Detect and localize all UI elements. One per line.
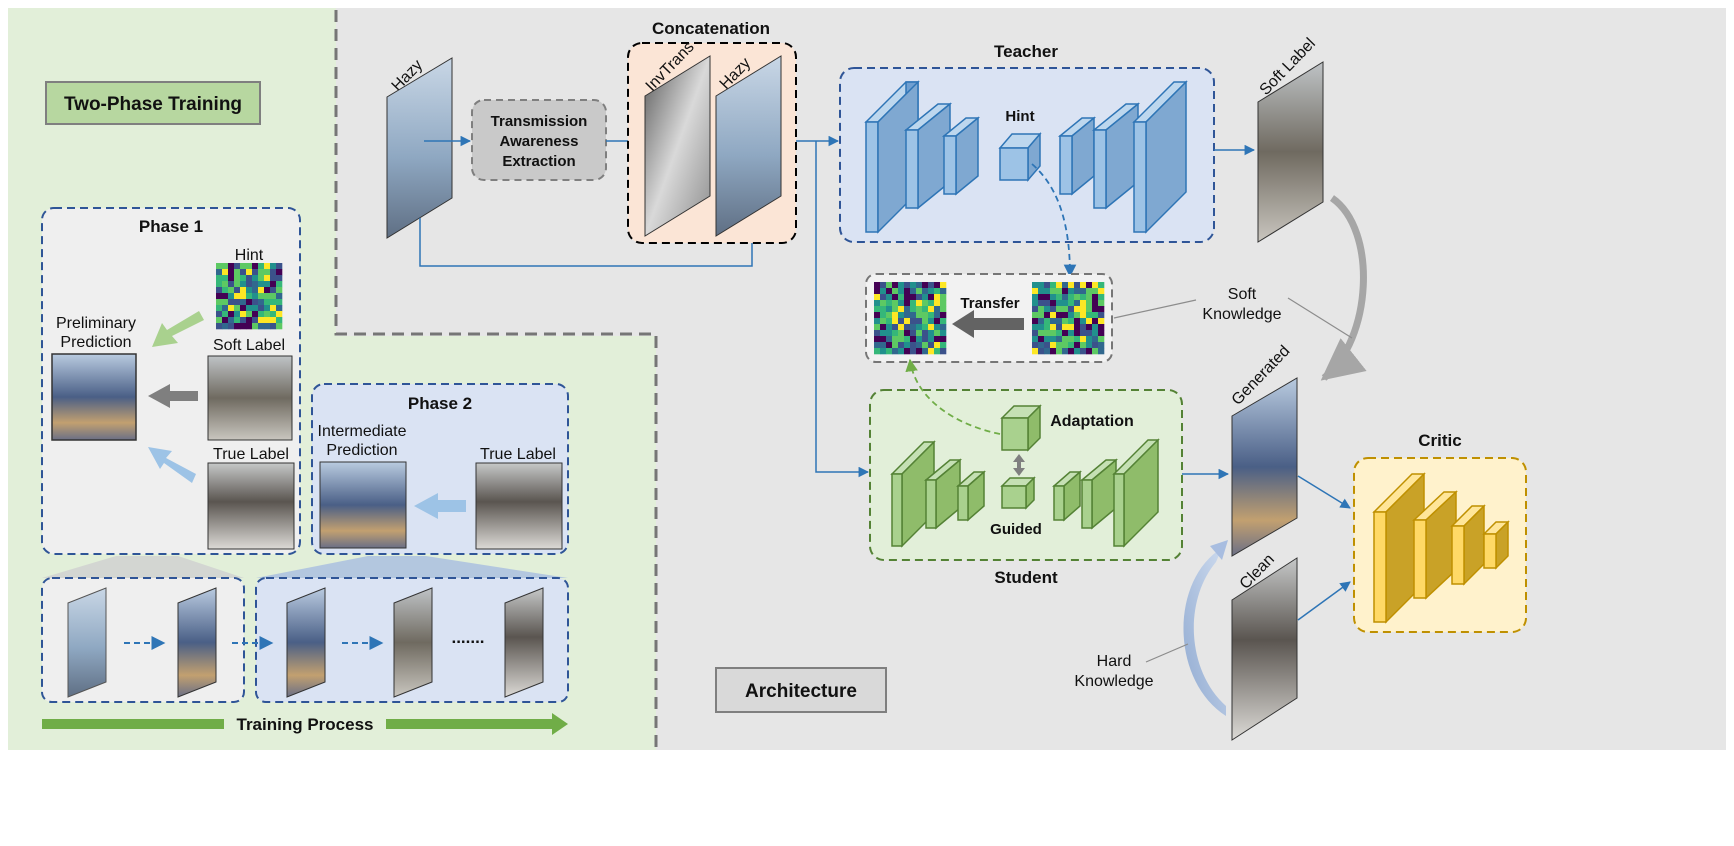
student-guided-cube <box>1000 476 1036 510</box>
student-decoder-block-3 <box>1112 438 1160 548</box>
transfer-teacher-map <box>1032 282 1105 355</box>
tae-box <box>471 99 607 181</box>
teacher-encoder-block-3 <box>941 116 981 196</box>
transfer-student-map <box>874 282 947 355</box>
phase1-hint-map <box>216 263 283 330</box>
hard-knowledge-arrowhead <box>1210 540 1228 560</box>
adaptation-to-transfer-arrow <box>905 358 1001 435</box>
adaptation-guided-link <box>1013 454 1025 476</box>
student-encoder-block-2 <box>923 458 963 530</box>
student-encoder-block-3 <box>956 470 986 522</box>
transfer-label: Transfer <box>960 295 1019 312</box>
phase1-hint-arrow <box>152 311 204 347</box>
concat-hazy-image <box>715 55 782 237</box>
process-dots: ....... <box>451 628 484 647</box>
architecture-title-box <box>715 667 887 713</box>
process-frame-1 <box>67 587 107 698</box>
teacher-decoder-block-1 <box>1057 116 1097 196</box>
hard-knowledge-line <box>1145 643 1189 663</box>
concatenation-title: Concatenation <box>652 19 770 38</box>
phase1-soft-label-image <box>207 355 293 441</box>
critic-block-4 <box>1482 520 1510 570</box>
phase2-intermediate-image <box>319 461 407 549</box>
process-frame-2 <box>177 587 217 698</box>
phase1-title: Phase 1 <box>139 217 203 236</box>
phase1-true-label-label: True Label <box>213 446 289 463</box>
critic-title: Critic <box>1418 431 1461 450</box>
architecture-title: Architecture <box>745 681 857 702</box>
phase2-title: Phase 2 <box>408 394 472 413</box>
critic-block-2 <box>1412 490 1458 600</box>
phase2-true-label-label: True Label <box>480 446 556 463</box>
phase1-true-label-image <box>207 462 295 550</box>
phase2-funnel <box>256 556 568 578</box>
training-process-bar-left <box>42 719 224 729</box>
phase1-hint-label: Hint <box>235 247 264 264</box>
generated-to-critic-arrow <box>1297 475 1351 509</box>
teacher-decoder-block-3 <box>1132 80 1188 234</box>
panel-divider <box>334 10 658 750</box>
generated-image <box>1231 377 1298 557</box>
phase1-prelim-label-1: Preliminary <box>56 315 136 332</box>
clean-to-critic-arrow <box>1297 581 1351 621</box>
phase2-truelabel-arrow <box>414 493 466 519</box>
phase1-funnel <box>42 556 244 578</box>
hard-knowledge-label-2: Knowledge <box>1074 673 1153 690</box>
phase2-inter-label-1: Intermediate <box>318 423 407 440</box>
concat-to-student-arrow <box>815 141 870 478</box>
training-process-label: Training Process <box>237 715 374 734</box>
phase2-true-label-image <box>475 462 563 550</box>
tae-label-1: Transmission <box>491 113 588 130</box>
phase1-soft-label-label: Soft Label <box>213 337 285 354</box>
soft-knowledge-label-1: Soft <box>1228 286 1257 303</box>
teacher-hint-cube <box>998 131 1042 183</box>
training-title-box <box>45 81 261 125</box>
soft-knowledge-line-2 <box>1287 297 1353 339</box>
student-title: Student <box>994 568 1058 587</box>
phase1-preliminary-image <box>51 353 137 441</box>
soft-knowledge-label-2: Knowledge <box>1202 306 1281 323</box>
tae-label-3: Extraction <box>502 153 575 170</box>
transfer-arrow <box>952 310 1024 338</box>
teacher-hint-label: Hint <box>1005 108 1034 125</box>
hard-knowledge-arrow <box>1183 548 1226 716</box>
student-adaptation-cube <box>1000 404 1042 452</box>
tae-label-2: Awareness <box>500 133 579 150</box>
phase2-inter-label-2: Prediction <box>326 442 397 459</box>
phase1-prelim-label-2: Prediction <box>60 334 131 351</box>
process-frame-4 <box>393 587 433 698</box>
phase1-truelabel-arrow <box>148 447 196 483</box>
hard-knowledge-label-1: Hard <box>1097 653 1132 670</box>
hazy-input-image <box>386 57 453 239</box>
softlabel-to-generated-arrow <box>1320 195 1367 381</box>
teacher-title: Teacher <box>994 42 1058 61</box>
soft-label-image <box>1257 61 1324 243</box>
invtrans-image <box>644 55 711 237</box>
soft-knowledge-line-1 <box>1113 299 1197 319</box>
clean-image <box>1231 557 1298 741</box>
training-process-bar-right <box>386 713 568 735</box>
hint-to-transfer-arrow <box>1031 163 1077 278</box>
training-title: Two-Phase Training <box>64 94 242 115</box>
critic-block-3 <box>1450 504 1486 586</box>
process-frame-3 <box>286 587 326 698</box>
teacher-encoder-block-2 <box>903 102 953 210</box>
guided-label: Guided <box>990 521 1042 538</box>
phase1-softlabel-arrow <box>148 384 198 408</box>
adaptation-label: Adaptation <box>1050 413 1134 430</box>
student-decoder-block-1 <box>1052 470 1082 522</box>
process-frame-5 <box>504 587 544 698</box>
